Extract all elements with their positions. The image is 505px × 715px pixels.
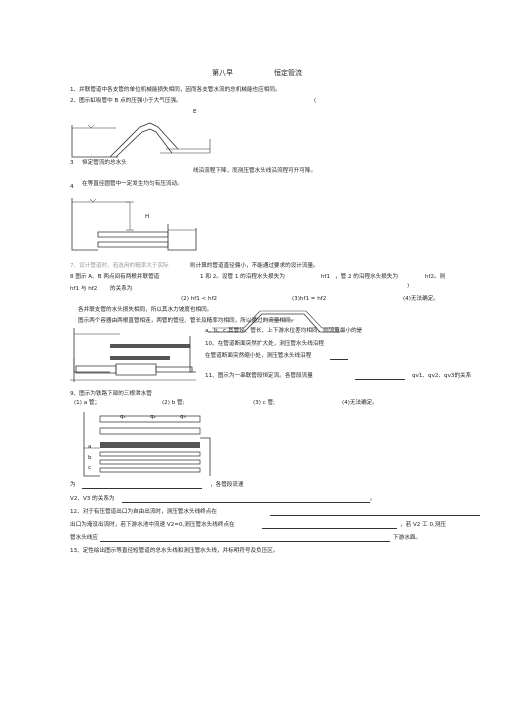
option-4: (4)无法确定。 (403, 296, 439, 302)
question-8-paren: ) (407, 283, 410, 289)
fig-label-b: b (88, 455, 92, 461)
drain-pipes-figure (70, 408, 220, 480)
question-3-tail: 线沿流程下降，而测压管水头线沿流程可升可降。 (193, 168, 317, 174)
fig-label-q1: q₁ (120, 414, 126, 420)
velocity-text-2: V2、V3 的关系为 (70, 496, 115, 502)
question-8-e: 的关系为 (110, 286, 133, 292)
question-2: 2、图示虹吸管中 B 点的压强小于大气压强。 (70, 98, 182, 104)
q9-option-4: (4)无法确定。 (342, 400, 378, 406)
question-1: 1、并联管道中各支管的单位机械能损失相同，因而各支管水流的总机械能也应相同。 (70, 87, 281, 93)
question-3-number: 3 (70, 160, 74, 166)
question-8-a: 8 图示 A、B 两点间有两根并联管道 (70, 274, 160, 280)
question-12d: 管水头线应 (70, 535, 98, 541)
question-4-number: 4 (70, 184, 74, 190)
siphon-point-label: E (193, 109, 197, 115)
question-8-b: 1 和 2。设管 1 的沿程水头损失为 (200, 274, 285, 280)
answer-blank-12c[interactable] (100, 536, 390, 542)
question-10: 10、在管道断面突然扩大处，测压管水头线沿程 (205, 341, 324, 347)
answer-blank-velocity[interactable] (122, 497, 370, 503)
question-11-q: qv1、qv2、qv3的关系 (412, 373, 472, 379)
answer-blank-12a[interactable] (270, 510, 480, 516)
answer-blank-flow[interactable] (82, 483, 202, 489)
series-pipe-figure (70, 356, 200, 386)
question-3: 恒定管流的总水头 (82, 160, 127, 166)
fig-label-a: a (88, 444, 92, 450)
q9-option-2: (2) b 管; (162, 400, 185, 406)
question-8-hf1: hf1 (321, 274, 331, 280)
question-8-c: ，管 2 的沿程水头损失为 (335, 274, 399, 280)
answer-blank[interactable] (330, 354, 348, 360)
question-12: 12、对于有压管道出口为自由出流时，测压管水头线终点在 (70, 509, 217, 515)
fig-label-q3: q₃ (180, 414, 186, 420)
question-2-paren: ( (314, 98, 317, 104)
height-label: H (145, 214, 150, 220)
question-12c: ，若 V2 工 0,测压 (400, 522, 447, 528)
fig-label-c: c (88, 465, 92, 471)
period: 。 (370, 496, 376, 502)
siphon-figure (70, 113, 225, 163)
question-12b: 出口为淹没出流时，若下游水池中流速 V2=0,测压管水头线终点在 (70, 522, 235, 528)
option-2: (2) hf1 < hf2 (181, 296, 218, 302)
answer-blank-12b[interactable] (262, 523, 397, 529)
velocity-text: ，各管段流速 (210, 482, 244, 488)
question-8-d: hf1 与 hf2 (70, 286, 98, 292)
statement-a: 各并联支管的水头损失相同，所以其水力坡度也相同。 (78, 307, 213, 313)
q9-option-1: (1) a 管； (74, 400, 101, 406)
q9-option-3: (3) c 管; (253, 400, 276, 406)
chapter-title: 恒定管流 (274, 69, 302, 77)
pipe-figure (204, 306, 344, 340)
question-11: 11、图示为一串联管段恒定流。各管段流量 (205, 373, 313, 379)
statement-c: a、b、c,其管径、管长、上下游水位差均相同，则流量最小的是 (205, 328, 363, 334)
question-9-title: 9、图示为铁路下部的三根泄水管 (70, 391, 152, 397)
statement-b: 图示两个容器由两根直管相连，两管的管径、管长及糙率均相同，所以通过的流量相同。 (78, 318, 297, 324)
question-7: 7、设计管道时，若选用的糙率大于实际 (70, 263, 169, 269)
question-8-hf2: hf2。则 (425, 274, 446, 280)
option-3: (3)hf1 = hf2 (292, 296, 327, 302)
question-7-tail: 则计算的管道直径偏小，不能通过要求的设计流量。 (190, 263, 319, 269)
question-10b: 在管道断面突然缩小处，测压管水头线沿程 (205, 353, 312, 359)
chapter-number: 第八早 (212, 69, 233, 77)
answer-blank-11[interactable] (355, 374, 405, 380)
wei-text: 为 (70, 482, 76, 488)
question-4: 在等直径圆管中一定发生均匀有压流动。 (82, 181, 183, 187)
question-13: 13、定性绘出图示等直径短管道的总水头线和测压管水头线，并标明符号及负压区。 (70, 548, 279, 554)
question-12e: 下游水面。 (393, 535, 421, 541)
fig-label-q2: q₂ (150, 414, 156, 420)
tank-figure (70, 194, 200, 254)
